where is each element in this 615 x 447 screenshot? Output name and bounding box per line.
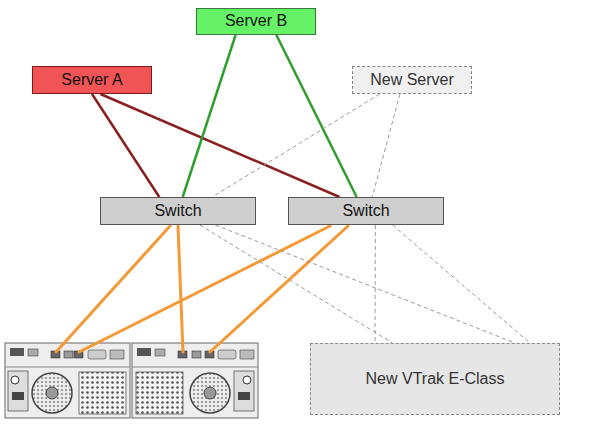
network-link: [215, 225, 515, 343]
network-link: [92, 94, 159, 197]
switch-box: Switch: [100, 197, 256, 225]
server-box: Server B: [196, 8, 316, 35]
switch-box: Switch: [288, 197, 444, 225]
network-link: [276, 35, 356, 197]
node-label: Switch: [342, 202, 389, 220]
network-link: [393, 225, 530, 343]
network-link: [212, 94, 379, 197]
cable: [79, 226, 330, 352]
cable: [210, 226, 348, 352]
network-link: [375, 225, 376, 343]
server-box: New Server: [352, 66, 472, 94]
node-label: New VTrak E-Class: [366, 370, 505, 388]
network-link: [200, 225, 393, 343]
storage-box: New VTrak E-Class: [310, 343, 560, 415]
server-box: Server A: [32, 66, 152, 94]
node-label: Server A: [61, 71, 122, 89]
cable: [56, 226, 170, 352]
network-link: [100, 94, 339, 197]
network-link: [372, 94, 400, 197]
network-link: [183, 35, 236, 197]
node-label: New Server: [370, 71, 454, 89]
cable: [178, 226, 183, 352]
raid-enclosure: [5, 343, 258, 418]
node-label: Server B: [225, 12, 287, 30]
node-label: Switch: [154, 202, 201, 220]
